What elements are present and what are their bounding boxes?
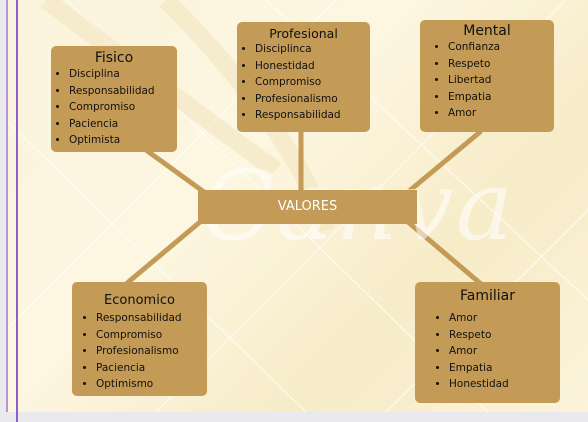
- list-item: Respeto: [448, 56, 554, 73]
- list-item: Profesionalismo: [96, 343, 207, 360]
- center-node: VALORES: [198, 190, 417, 224]
- list-item: Compromiso: [69, 99, 177, 116]
- list-item: Respeto: [449, 327, 560, 344]
- list-item: Optimismo: [96, 376, 207, 393]
- connector-lines: [123, 129, 484, 287]
- node-title: Familiar: [460, 288, 515, 304]
- list-item: Honestidad: [449, 376, 560, 393]
- connector-familiar: [405, 219, 484, 287]
- node-fisico: Fisico Disciplina Responsabilidad Compro…: [51, 46, 177, 152]
- node-profesional: Profesional Disciplinca Honestidad Compr…: [237, 22, 370, 132]
- connector-economico: [123, 219, 203, 287]
- list-item: Compromiso: [96, 327, 207, 344]
- node-economico: Economico Responsabilidad Compromiso Pro…: [72, 282, 207, 396]
- connector-mental: [405, 129, 483, 195]
- list-item: Confianza: [448, 39, 554, 56]
- list-item: Amor: [449, 310, 560, 327]
- list-item: Empatia: [448, 89, 554, 106]
- list-item: Amor: [449, 343, 560, 360]
- connector-fisico: [143, 147, 207, 195]
- node-title: Fisico: [94, 50, 134, 66]
- list-item: Responsabilidad: [96, 310, 207, 327]
- list-item: Responsabilidad: [255, 107, 370, 124]
- list-item: Honestidad: [255, 58, 370, 75]
- node-title: Economico: [104, 293, 175, 308]
- list-item: Paciencia: [69, 116, 177, 133]
- node-title: Mental: [463, 23, 511, 39]
- list-item: Disciplinca: [255, 41, 370, 58]
- list-item: Empatia: [449, 360, 560, 377]
- node-list: Disciplina Responsabilidad Compromiso Pa…: [51, 66, 177, 149]
- node-familiar: Familiar Amor Respeto Amor Empatia Hones…: [415, 282, 560, 403]
- list-item: Paciencia: [96, 360, 207, 377]
- diagram-page: Canva Fisico Disciplina Responsabilidad …: [6, 0, 588, 412]
- list-item: Profesionalismo: [255, 91, 370, 108]
- node-list: Disciplinca Honestidad Compromiso Profes…: [237, 41, 370, 124]
- node-list: Responsabilidad Compromiso Profesionalis…: [72, 310, 207, 393]
- list-item: Optimista: [69, 132, 177, 149]
- list-item: Compromiso: [255, 74, 370, 91]
- list-item: Disciplina: [69, 66, 177, 83]
- node-list: Amor Respeto Amor Empatia Honestidad: [415, 310, 560, 393]
- node-list: Confianza Respeto Libertad Empatia Amor: [420, 39, 554, 122]
- list-item: Responsabilidad: [69, 83, 177, 100]
- node-mental: Mental Confianza Respeto Libertad Empati…: [420, 20, 554, 132]
- node-title: Profesional: [269, 26, 338, 41]
- selection-guide-line: [16, 0, 18, 422]
- list-item: Libertad: [448, 72, 554, 89]
- list-item: Amor: [448, 105, 554, 122]
- page-edge: [6, 0, 8, 412]
